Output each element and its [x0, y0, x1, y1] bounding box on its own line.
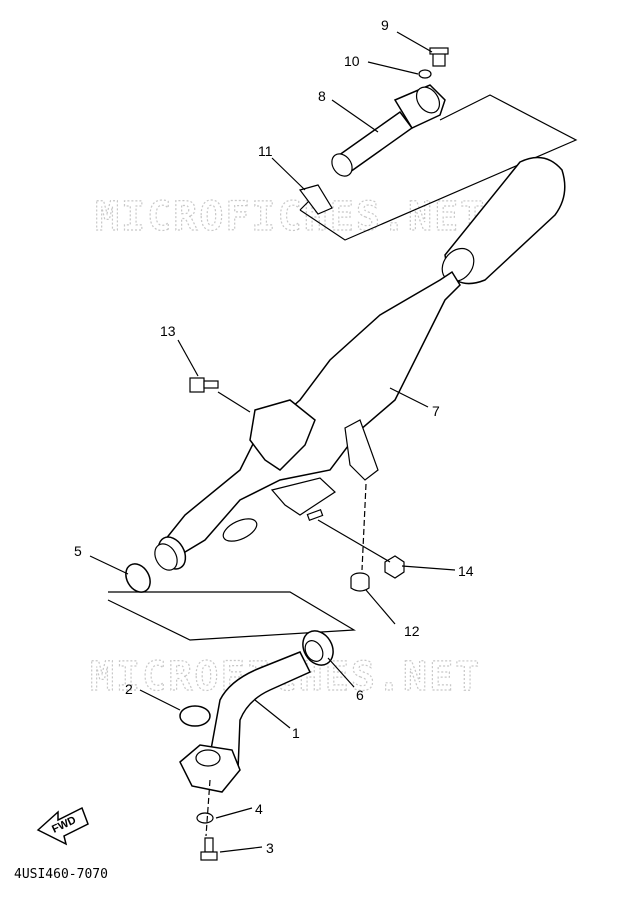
gasket-11 — [298, 184, 333, 215]
watermark-top: MICROFICHES.NET — [95, 194, 486, 240]
callout-6: 6 — [356, 687, 364, 703]
callout-11: 11 — [258, 143, 273, 159]
spark-arrester-pipe — [331, 84, 446, 177]
callout-4: 4 — [255, 801, 263, 817]
callout-1: 1 — [292, 725, 300, 741]
joint-gasket-6 — [302, 630, 334, 666]
leader-lines — [89, 31, 456, 853]
forward-arrow-icon: FWD — [36, 806, 89, 846]
callout-9: 9 — [381, 17, 389, 33]
callout-13: 13 — [160, 323, 176, 339]
callout-10: 10 — [344, 53, 360, 69]
nut-14 — [384, 555, 405, 579]
callout-8: 8 — [318, 88, 326, 104]
callout-2: 2 — [125, 681, 133, 697]
diagram-code: 4USI460-7070 — [14, 867, 108, 882]
washer-4 — [196, 812, 214, 824]
exhaust-pipe-1 — [179, 651, 312, 793]
bolt-3 — [200, 837, 218, 861]
callout-14: 14 — [458, 563, 474, 579]
gasket-2 — [179, 705, 211, 727]
damper-12 — [350, 572, 370, 592]
muffler-body — [154, 156, 566, 571]
callout-12: 12 — [404, 623, 420, 639]
washer-10 — [418, 69, 432, 79]
bolt-13 — [189, 377, 219, 393]
callout-3: 3 — [266, 840, 274, 856]
assembly-outline-lower — [107, 591, 356, 641]
callout-7: 7 — [432, 403, 440, 419]
callout-5: 5 — [74, 543, 82, 559]
bolt-9 — [429, 47, 449, 67]
gasket-ring-5 — [125, 563, 151, 593]
